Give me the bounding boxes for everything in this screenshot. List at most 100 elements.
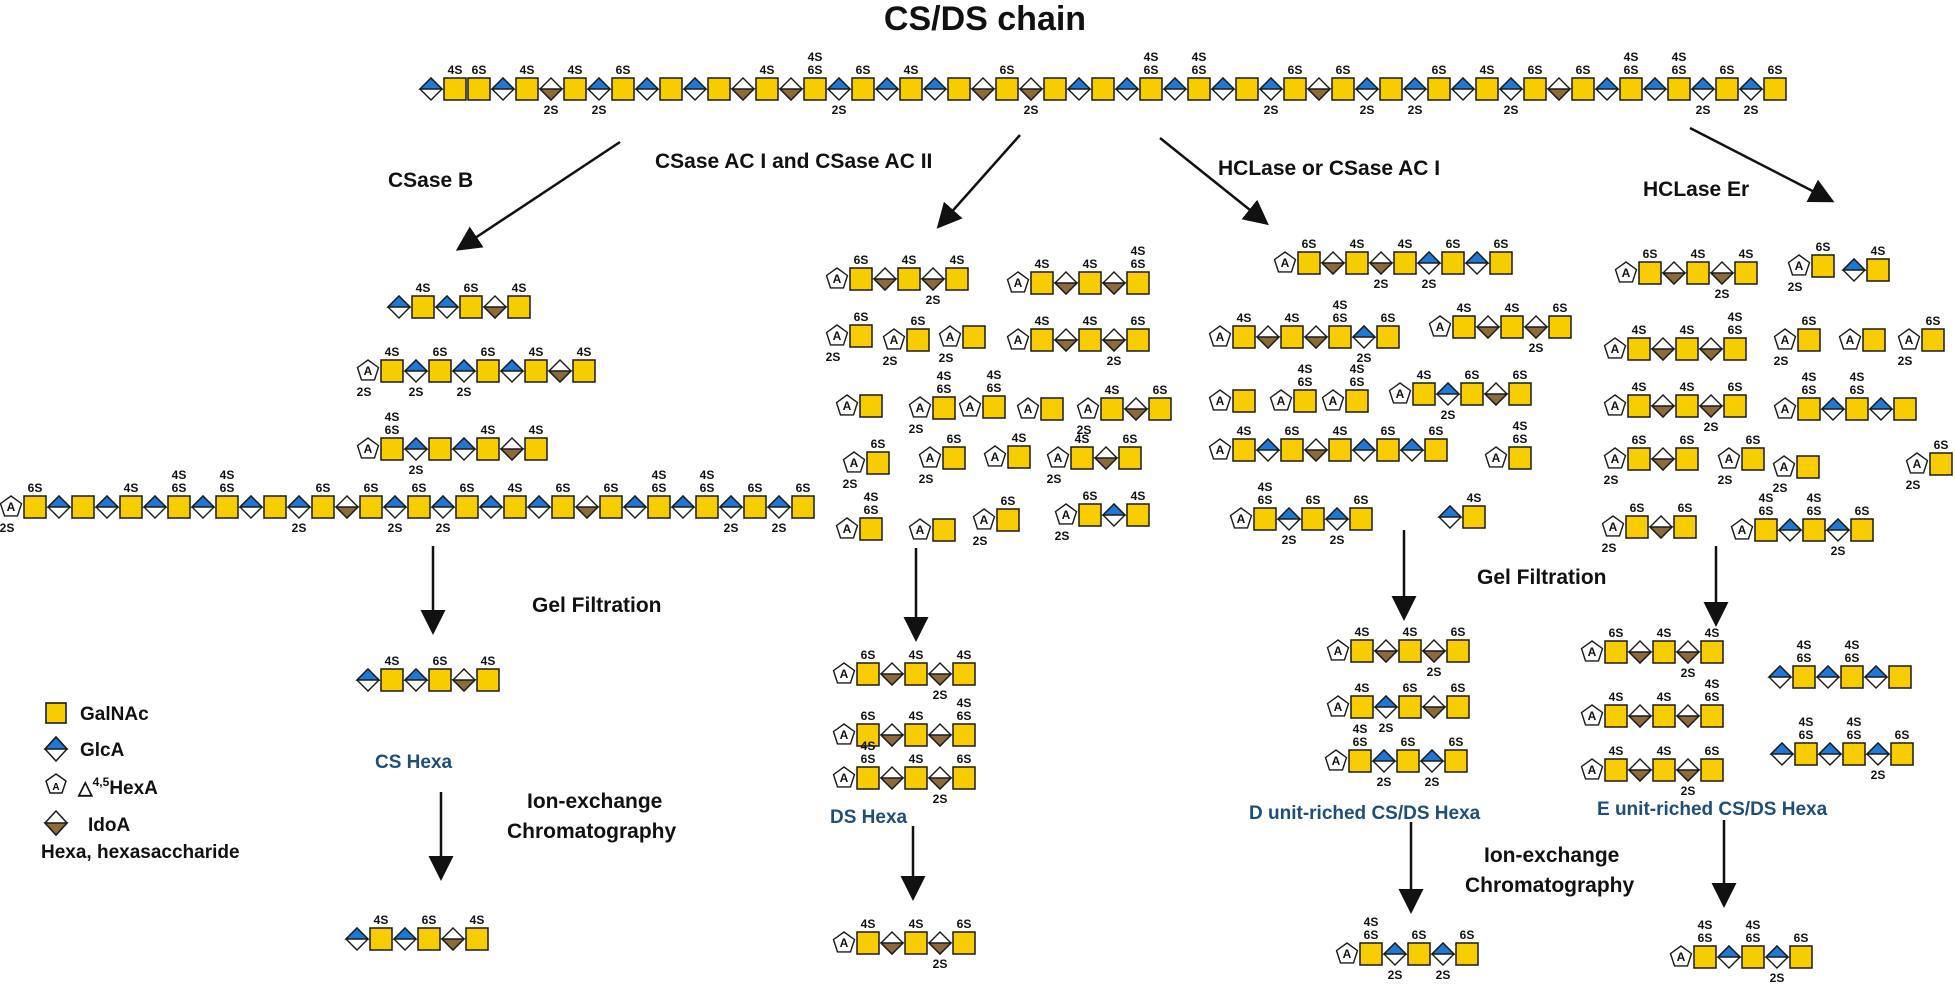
sulfate-4s-label: 4S [1035,314,1050,328]
delta-hexa-unit [1273,251,1297,273]
sulfate-6s-label: 6S [796,481,811,495]
sulfate-4s-label: 4S [1144,50,1159,64]
galnac-unit [1675,447,1699,471]
sulfate-6s-label: 6S [316,481,331,495]
glca-fill [1255,438,1281,451]
galnac-unit [659,77,683,101]
idoa-fill [1675,715,1701,728]
sulfate-2s-label: 2S [1788,280,1803,294]
idoa-fill [1648,526,1674,539]
galnac-unit [1673,515,1697,539]
glca-fill [403,668,429,681]
glca-fill [403,437,429,450]
sulfate-4s-label: 4S [470,913,485,927]
sulfate-6s-label: 6S [1895,728,1910,742]
galnac-unit [1734,261,1758,285]
sulfate-4s-label: 4S [385,654,400,668]
sulfate-4s-label: 4S [864,490,879,504]
sulfate-6s-label: 6S [1001,494,1016,508]
galnac-unit [1007,445,1031,469]
sulfate-6s-label: 6S [864,503,879,517]
galnac-unit [611,77,635,101]
delta-hexa-letter: A [1343,947,1352,961]
sulfate-4s-label: 4S [1012,431,1027,445]
galnac-unit [1331,77,1355,101]
sulfate-6s-label: 6S [1460,928,1475,942]
legend: GalNAc GlcA A △4,5HexA IdoA Hexa, hexasa… [41,702,240,863]
idoa-fill [970,88,996,101]
galnac-unit [1283,77,1307,101]
sulfate-2s-label: 2S [919,472,934,486]
sulfate-4s-label: 4S [1672,50,1687,64]
delta-hexa-letter: A [1024,402,1033,416]
sulfate-4s-label: 4S [1746,918,1761,932]
sulfate-2s-label: 2S [1425,775,1440,789]
arrow-csase-ac [936,134,1021,229]
galnac-unit [945,267,969,291]
delta-hexa-letter: A [1054,451,1063,465]
delta-hexa-letter: A [1014,276,1023,290]
sulfate-6s-label: 6S [1705,690,1720,704]
glca-fill [1868,397,1894,410]
sulfate-2s-label: 2S [1696,103,1711,117]
sulfate-2s-label: 2S [1831,544,1846,558]
galnac-unit [1604,704,1628,728]
galnac-unit [1118,446,1142,470]
sulfate-6s-label: 6S [1446,237,1461,251]
sulfate-2s-label: 2S [0,521,14,535]
glca-fill [1825,518,1851,531]
galnac-unit [1441,251,1465,275]
galnac-unit [932,518,956,542]
galnac-unit [1571,77,1595,101]
sulfate-6s-label: 6S [652,481,667,495]
sulfate-4s-label: 4S [1632,323,1647,337]
galnac-unit [1627,394,1651,418]
sulfate-6s-label: 6S [616,63,631,77]
galnac-unit [507,295,531,319]
galnac-unit [411,295,435,319]
galnac-unit [1686,261,1710,285]
galnac-unit [1475,77,1499,101]
delta-hexa-unit [356,437,380,459]
galnac-unit [1789,945,1813,969]
delta-hexa-letter: A [1725,452,1734,466]
sulfate-6s-label: 6S [472,63,487,77]
sulfate-4s-label: 4S [385,410,400,424]
delta-hexa-unit [1730,518,1754,540]
enzyme-csase-ac: CSase AC I and CSase AC II [655,150,932,173]
sulfate-2s-label: 2S [1360,103,1375,117]
galnac-unit [849,324,873,348]
delta-hexa-letter: A [1084,402,1093,416]
sulfate-6s-label: 6S [1306,493,1321,507]
glca-fill [286,495,312,508]
galnac-unit [755,77,779,101]
delta-hexa-letter: A [843,522,852,536]
galnac-unit [311,495,335,519]
sulfate-4s-label: 4S [1131,489,1146,503]
sulfate-4s-label: 4S [1845,638,1860,652]
delta-hexa-unit [1580,758,1604,780]
idoa-fill [1255,336,1281,349]
sulfate-2s-label: 2S [1906,478,1921,492]
delta-hexa-letter: A [840,936,849,950]
delta-hexa-unit [1897,328,1921,350]
galnac-unit [952,662,976,686]
delta-hexa-unit [938,325,962,347]
legend-galnac-label: GalNAc [80,704,149,725]
galnac-unit [1675,337,1699,361]
delta-hexa-unit [1773,328,1797,350]
galnac-unit [1794,742,1818,766]
sulfate-6s-label: 6S [748,481,763,495]
sulfate-4s-label: 4S [1850,370,1865,384]
